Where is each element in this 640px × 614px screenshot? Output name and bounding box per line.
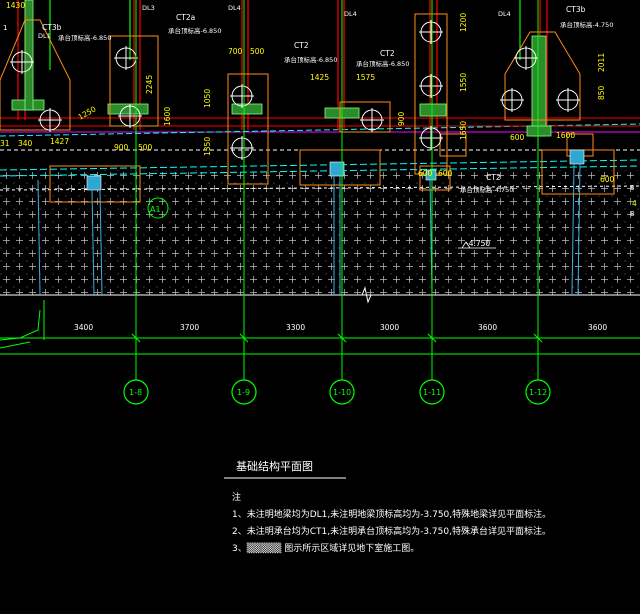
axis-label-1-8: 1-8: [129, 388, 142, 397]
dim-600-a: 600: [418, 169, 433, 178]
pile-cap-centers: [86, 149, 585, 191]
drawing-notes: 基础结构平面图 注 1、未注明地梁均为DL1,未注明地梁顶标高均为-3.750,…: [224, 459, 551, 554]
basement-hatch-area: [0, 170, 640, 295]
label-ct3b-left: CT3b: [42, 23, 62, 32]
dim-1600-b: 1600: [163, 107, 172, 126]
elev-label-5: 承台顶标高-4.750: [560, 20, 613, 29]
left-linework: [0, 309, 41, 349]
axis-label-1-9: 1-9: [237, 388, 250, 397]
axis-label-1-11: 1-11: [423, 388, 441, 397]
axis-spacings: 3400 3700 3300 3000 3600 3600: [74, 323, 607, 332]
label-ct2-lower: CT2: [486, 173, 501, 182]
axis-dimension-line: [0, 333, 640, 355]
spacing-3: 3000: [380, 323, 399, 332]
note-line-1: 1、未注明地梁均为DL1,未注明地梁顶标高均为-3.750,特殊地梁详见平面标注…: [232, 508, 551, 520]
dim-900-b: 900: [397, 111, 406, 126]
floor-elevation-mark: [458, 241, 496, 249]
spacing-5: 3600: [588, 323, 607, 332]
axis-label-1-10: 1-10: [333, 388, 351, 397]
dim-1425: 1425: [310, 73, 329, 82]
axis-bubble-1-8: [123, 379, 149, 405]
dim-1650: 1650: [459, 121, 468, 140]
label-ct2-mid: CT2: [294, 41, 309, 50]
dim-1600: 1600: [556, 131, 575, 140]
note-line-3: 3、▒▒▒▒▒ 图示所示区域详见地下室施工图。: [232, 542, 419, 554]
dim-600-b: 600: [438, 169, 453, 178]
elev-label-2: 承台顶标高-6.850: [168, 26, 221, 35]
dim-340: 340: [18, 139, 33, 148]
tag-right-2: 8: [630, 210, 634, 218]
spacing-0: 3400: [74, 323, 93, 332]
dim-2245: 2245: [145, 75, 154, 94]
dim-1430: 1430: [6, 1, 25, 10]
elev-label-3: 承台顶标高-6.850: [284, 55, 337, 64]
label-dl4-c: DL4: [498, 10, 511, 18]
elevation-labels: 承台顶标高-6.850 承台顶标高-6.850 承台顶标高-6.850 承台顶标…: [58, 20, 613, 248]
spacing-1: 3700: [180, 323, 199, 332]
label-dl1: DL1: [38, 32, 51, 40]
label-ct2a: CT2a: [176, 13, 195, 22]
grid-axes: [43, 0, 539, 380]
wall-segments: [11, 0, 552, 137]
spacing-2: 3300: [286, 323, 305, 332]
note-line-2: 2、未注明承台均为CT1,未注明承台顶标高均为-3.750,特殊承台详见平面标注…: [232, 525, 551, 537]
dim-2011: 2011: [597, 53, 606, 72]
section-tag-label: A1: [150, 205, 161, 214]
member-labels: CT3b CT2a CT2 CT2 CT2 CT3b DL1 DL3 DL4 D…: [38, 4, 586, 182]
dim-31: 31: [0, 139, 10, 148]
drawing-title: 基础结构平面图: [236, 459, 313, 473]
dim-1427: 1427: [50, 137, 69, 146]
pile-shafts: [37, 163, 581, 296]
axis-bubble-1-10: [329, 379, 355, 405]
axis-labels: 1-8 1-9 1-10 1-11 1-12: [129, 388, 547, 397]
dim-900: 900: [114, 143, 129, 152]
elev-label-4: 承台顶标高-6.850: [356, 59, 409, 68]
dim-4: 4: [632, 199, 637, 208]
dim-600-d: 600: [600, 175, 615, 184]
dimension-texts: 1430 1250 1427 2245 1050 1350 700 500 14…: [0, 1, 637, 208]
dim-1550: 1550: [459, 73, 468, 92]
label-dl4-b: DL4: [344, 10, 357, 18]
tag-left: 1: [3, 24, 7, 32]
label-dl3: DL3: [142, 4, 155, 12]
axis-bubble-1-9: [231, 379, 257, 405]
dim-1250: 1250: [77, 104, 98, 121]
notes-heading: 注: [232, 491, 241, 503]
dim-700: 700: [228, 47, 243, 56]
axis-label-1-12: 1-12: [529, 388, 547, 397]
dim-1575: 1575: [356, 73, 375, 82]
small-tags: 1 8 8: [3, 24, 634, 218]
elev-label-6: 承台顶标高-4.750: [460, 185, 513, 194]
label-dl4-a: DL4: [228, 4, 241, 12]
dim-1350: 1350: [203, 137, 212, 156]
spacing-4: 3600: [478, 323, 497, 332]
dim-1050: 1050: [203, 89, 212, 108]
label-ct2-right: CT2: [380, 49, 395, 58]
dim-500-b: 500: [138, 143, 153, 152]
axis-bubbles: [123, 379, 551, 405]
piles: [10, 20, 580, 160]
dim-600-c: 600: [510, 133, 525, 142]
axis-bubble-1-12: [525, 379, 551, 405]
dim-1200: 1200: [459, 13, 468, 32]
label-ct3b-right: CT3b: [566, 5, 586, 14]
floor-elevation: -4.750: [466, 239, 490, 248]
elev-label-1: 承台顶标高-6.850: [58, 33, 111, 42]
tag-right-1: 8: [630, 184, 634, 192]
section-tag: A1: [147, 197, 169, 219]
dim-500-a: 500: [250, 47, 265, 56]
dim-850: 850: [597, 85, 606, 100]
break-mark: [356, 286, 380, 304]
axis-bubble-1-11: [419, 379, 445, 405]
